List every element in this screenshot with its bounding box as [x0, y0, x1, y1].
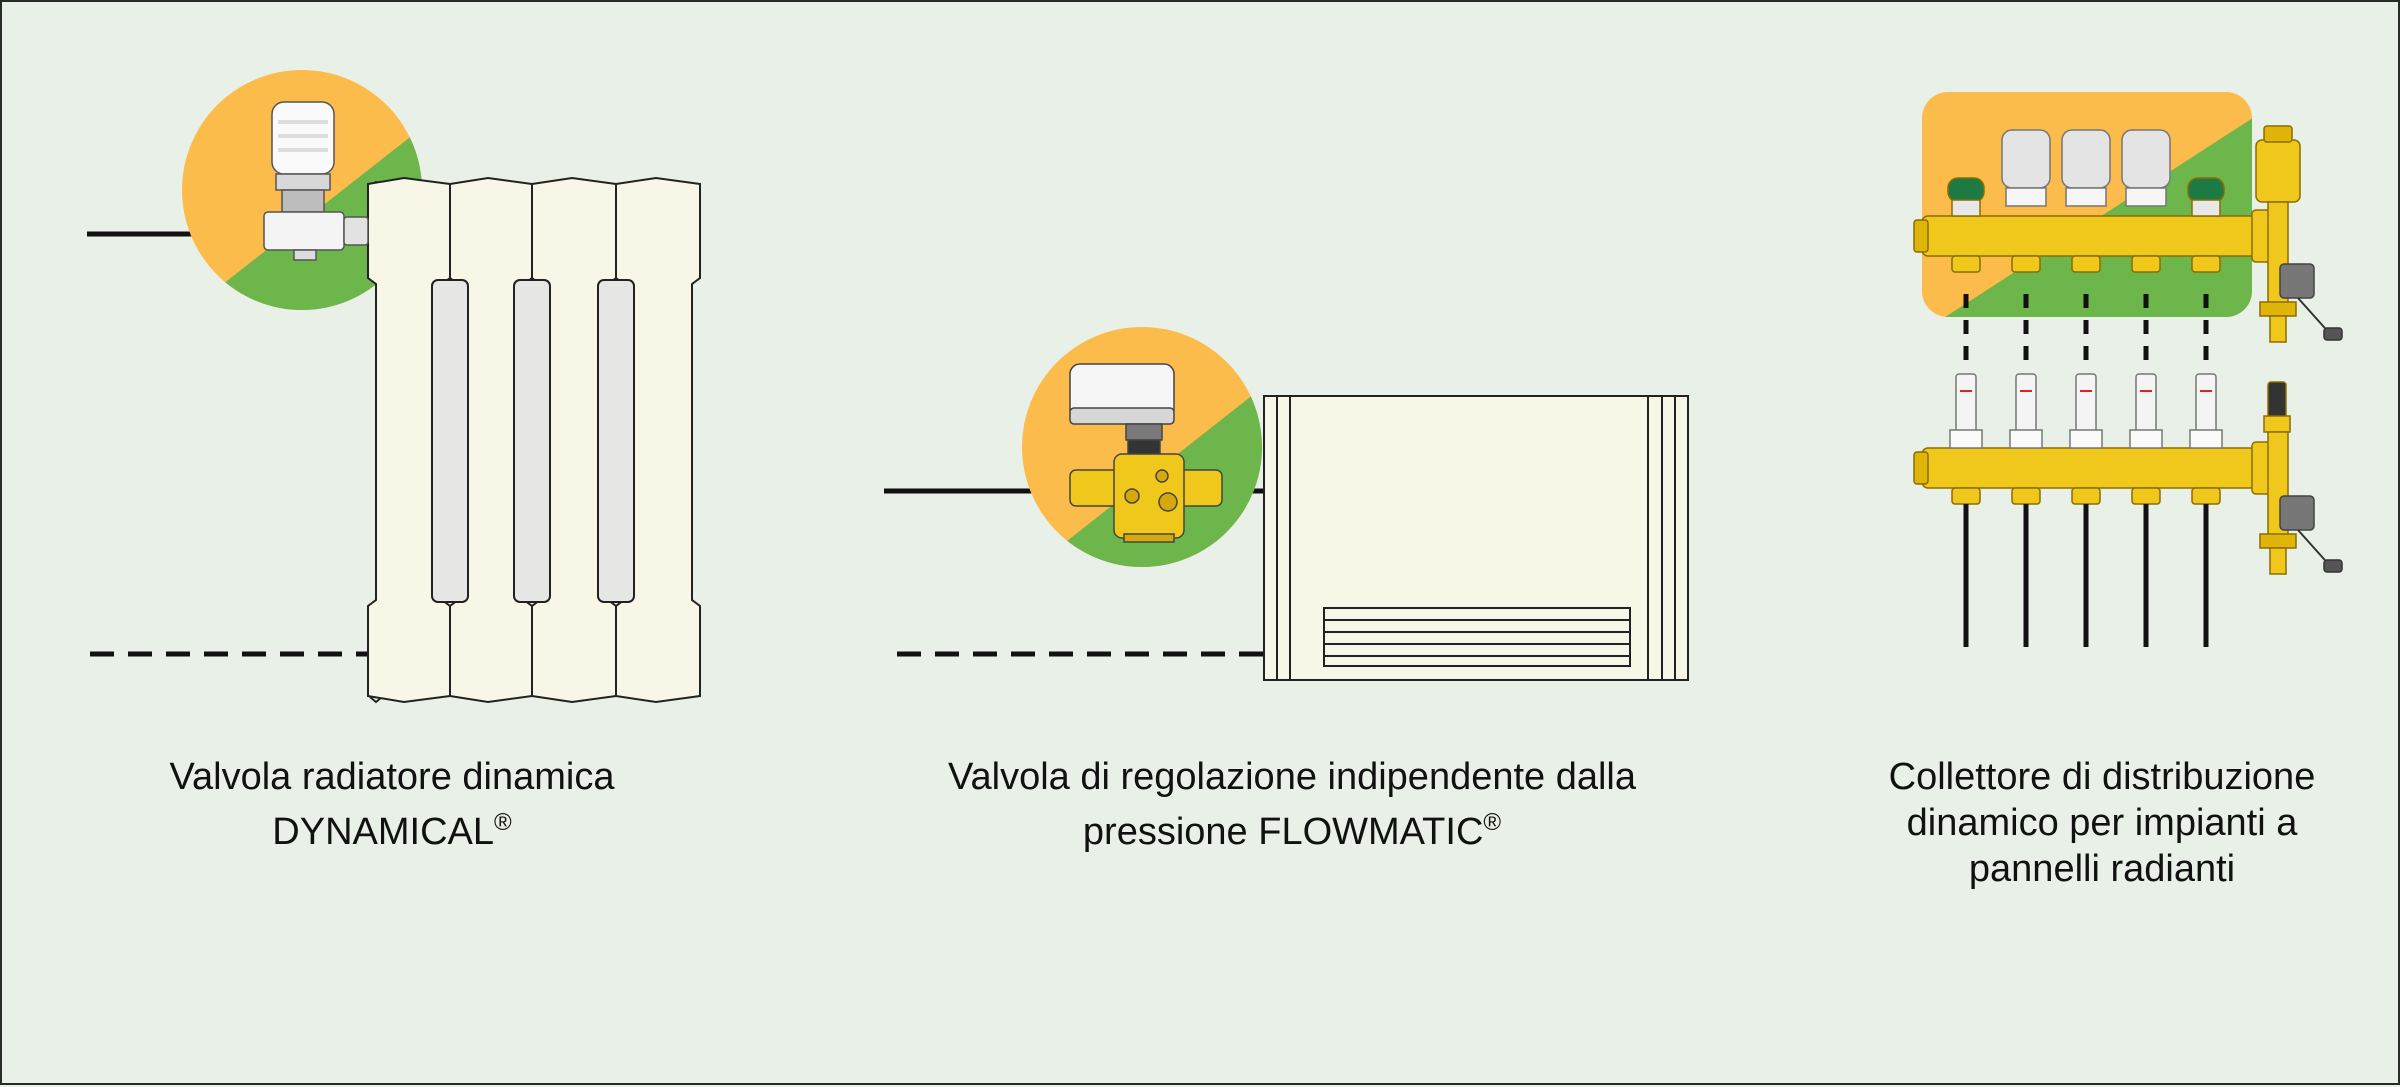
- caption-line: pressione FLOWMATIC®: [882, 800, 1702, 855]
- motorized-valve-icon: [1069, 363, 1223, 543]
- manual-cap-icon: [1947, 177, 1985, 203]
- manual-cap-icon: [2187, 177, 2225, 203]
- manifold-group: [1913, 92, 2343, 647]
- registered-mark: ®: [494, 809, 512, 836]
- air-vent-icon: [2255, 125, 2343, 343]
- radiator-icon: [367, 176, 701, 704]
- fancoil-group: [884, 327, 1689, 681]
- lower-manifold-icon: [1913, 441, 2275, 505]
- caption-line: DYNAMICAL®: [92, 800, 692, 855]
- caption-product: pressione FLOWMATIC: [1082, 811, 1484, 853]
- drain-valve-icon: [2259, 381, 2343, 575]
- radiator-group: [87, 70, 701, 704]
- caption-dynamical: Valvola radiatore dinamica DYNAMICAL®: [92, 754, 692, 855]
- manifold-actuator-icon: [2001, 129, 2171, 207]
- caption-line: pannelli radianti: [1968, 848, 2236, 890]
- caption-product: DYNAMICAL: [272, 811, 495, 853]
- flow-meter-icon: [1949, 373, 2223, 449]
- caption-line: Collettore di distribuzione: [1888, 756, 2316, 798]
- manifold-link-lines: [1963, 294, 2209, 368]
- caption-manifold: Collettore di distribuzione dinamico per…: [1802, 754, 2400, 892]
- fancoil-unit-icon: [1263, 395, 1689, 681]
- upper-manifold-icon: [1913, 129, 2275, 273]
- registered-mark: ®: [1483, 809, 1502, 836]
- caption-line: Valvola radiatore dinamica: [169, 756, 615, 798]
- radiant-panel-pipes: [1963, 504, 2209, 647]
- caption-line: dinamico per impianti a: [1906, 802, 2298, 844]
- caption-flowmatic: Valvola di regolazione indipendente dall…: [882, 754, 1702, 855]
- thermostatic-valve-icon: [263, 101, 369, 261]
- caption-line: Valvola di regolazione indipendente dall…: [947, 756, 1637, 798]
